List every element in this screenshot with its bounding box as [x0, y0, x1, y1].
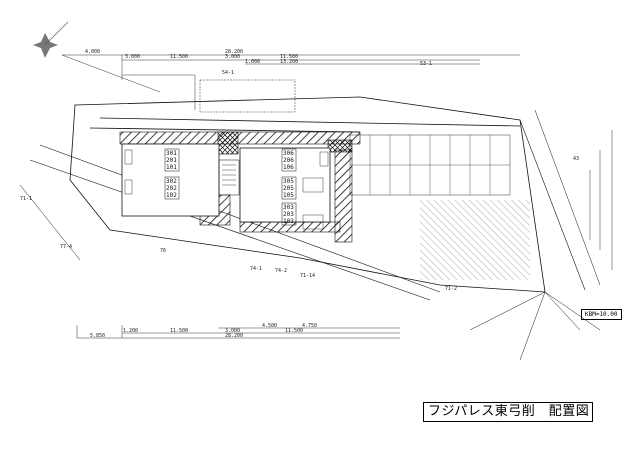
svg-text:53-1: 53-1: [420, 61, 432, 67]
svg-text:203: 203: [283, 211, 294, 218]
dimension-lines-top: [61, 54, 520, 113]
svg-text:4.000: 4.000: [85, 49, 100, 55]
svg-text:3.000: 3.000: [225, 54, 240, 60]
svg-text:74-2: 74-2: [275, 268, 287, 274]
svg-text:4.750: 4.750: [302, 323, 317, 329]
parking-stalls: [350, 135, 510, 195]
svg-text:71-14: 71-14: [300, 273, 315, 279]
dimension-labels-top: 4.000 3.000 11.500 28.200 3.000 11.500 1…: [85, 49, 432, 76]
room-number-columns: [164, 148, 297, 226]
room-numbers: 301 201 101 302 202 102 306 206 106 305 …: [166, 150, 294, 225]
benchmark-label: KBM=10.00: [581, 309, 622, 320]
building: [119, 131, 361, 243]
svg-text:202: 202: [166, 185, 177, 192]
svg-text:28.200: 28.200: [225, 49, 243, 55]
svg-text:13.200: 13.200: [280, 59, 298, 65]
svg-text:54-1: 54-1: [222, 70, 234, 76]
svg-text:306: 306: [283, 150, 294, 157]
drawing-title: フジパレス東弓削 配置図: [423, 402, 593, 422]
svg-text:11.500: 11.500: [285, 328, 303, 334]
svg-text:301: 301: [166, 150, 177, 157]
svg-text:11.500: 11.500: [170, 54, 188, 60]
dimension-lines-right: [589, 130, 613, 270]
dimension-labels-bottom: 5.850 1.200 11.500 28.200 3.000 4.500 4.…: [90, 323, 317, 339]
north-arrow-icon: [33, 21, 69, 58]
svg-text:103: 103: [283, 218, 294, 225]
svg-text:106: 106: [283, 164, 294, 171]
svg-text:201: 201: [166, 157, 177, 164]
svg-text:3.000: 3.000: [225, 328, 240, 334]
svg-text:1.200: 1.200: [123, 328, 138, 334]
svg-text:5.850: 5.850: [90, 333, 105, 339]
svg-text:101: 101: [166, 164, 177, 171]
parking-area: [420, 200, 530, 280]
svg-text:4.500: 4.500: [262, 323, 277, 329]
svg-text:105: 105: [283, 192, 294, 199]
svg-text:43: 43: [573, 156, 579, 162]
dimension-lines-bottom: [76, 325, 400, 339]
lot-labels: 77-4 76 74-1 74-2 71-14 71-1 71-2 43: [20, 156, 579, 292]
svg-text:206: 206: [283, 157, 294, 164]
svg-text:205: 205: [283, 185, 294, 192]
svg-text:28.200: 28.200: [225, 333, 243, 339]
svg-text:302: 302: [166, 178, 177, 185]
svg-text:71-1: 71-1: [20, 196, 32, 202]
svg-text:102: 102: [166, 192, 177, 199]
svg-text:305: 305: [283, 178, 294, 185]
svg-text:11.500: 11.500: [170, 328, 188, 334]
svg-text:77-4: 77-4: [60, 244, 72, 250]
svg-text:74-1: 74-1: [250, 266, 262, 272]
svg-text:3.000: 3.000: [125, 54, 140, 60]
svg-text:76: 76: [160, 248, 166, 254]
svg-text:1.000: 1.000: [245, 59, 260, 65]
svg-text:71-2: 71-2: [445, 286, 457, 292]
svg-text:303: 303: [283, 204, 294, 211]
svg-text:11.500: 11.500: [280, 54, 298, 60]
